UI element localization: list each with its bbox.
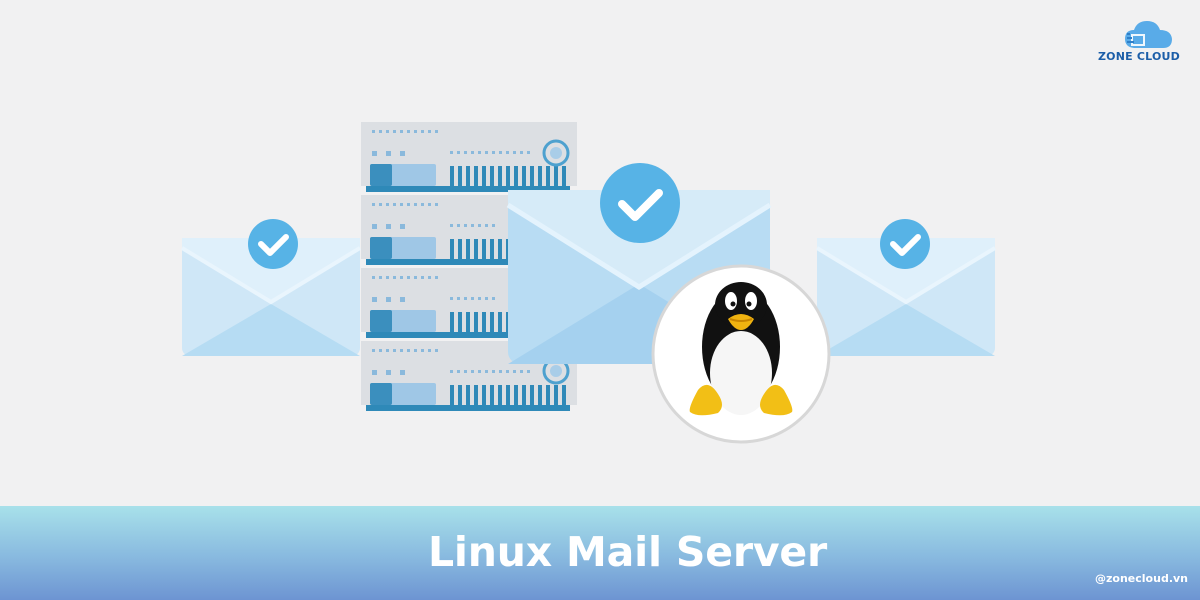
social-handle: @zonecloud.vn bbox=[1095, 572, 1188, 585]
banner-title: Linux Mail Server bbox=[427, 528, 828, 576]
title-band bbox=[0, 506, 1200, 600]
left-check-icon bbox=[248, 219, 298, 269]
logo-text: ZONE CLOUD bbox=[1098, 50, 1180, 63]
server-unit-1 bbox=[361, 122, 577, 192]
server-unit-4 bbox=[361, 341, 577, 411]
tux-penguin-icon bbox=[651, 264, 831, 444]
left-mail-envelope-icon bbox=[180, 238, 362, 356]
cloud-logo-icon bbox=[1125, 21, 1172, 48]
server-rack-icon bbox=[361, 122, 577, 411]
right-check-icon bbox=[880, 219, 930, 269]
right-mail-envelope-icon bbox=[815, 238, 997, 356]
main-check-icon bbox=[600, 163, 680, 243]
